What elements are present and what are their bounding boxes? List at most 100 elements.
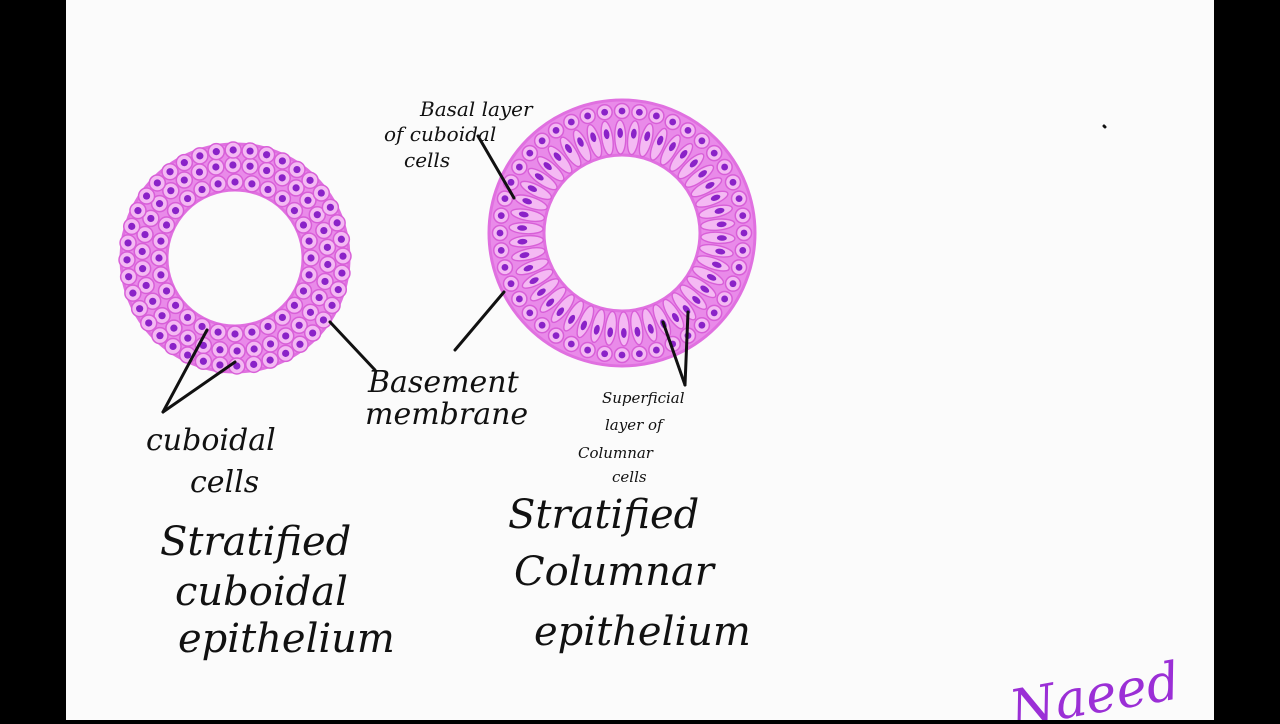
stratified-cuboidal-ring (118, 141, 352, 375)
cuboidal-nucleus (264, 185, 272, 194)
columnar-nucleus (553, 152, 562, 161)
cuboidal-nucleus (305, 237, 313, 245)
pointer-superficial-b (683, 310, 690, 387)
label-cuboidal-cells-line1: cuboidal (146, 423, 276, 458)
columnar-nucleus (527, 185, 538, 192)
columnar-nucleus (519, 252, 530, 259)
basal-nucleus (618, 351, 626, 359)
basal-nucleus (526, 149, 534, 157)
cuboidal-nucleus (184, 313, 192, 322)
cuboidal-nucleus (139, 265, 147, 273)
title-right-line3: epithelium (534, 609, 751, 655)
basal-nucleus (735, 195, 743, 203)
columnar-nucleus (529, 277, 539, 285)
cuboidal-nucleus (321, 277, 329, 286)
cuboidal-nucleus (157, 237, 165, 245)
columnar-nucleus (603, 129, 610, 140)
columnar-nucleus (705, 181, 715, 189)
label-basement-membrane-line1: Basement (367, 365, 520, 400)
cuboidal-nucleus (306, 176, 314, 184)
basal-nucleus (735, 263, 743, 271)
cuboidal-nucleus (142, 281, 150, 290)
columnar-nucleus (716, 235, 727, 241)
cuboidal-nucleus (180, 159, 188, 167)
columnar-nucleus (700, 285, 710, 293)
columnar-nucleus (692, 295, 701, 304)
basal-nucleus (538, 137, 546, 145)
cuboidal-nucleus (212, 148, 220, 156)
columnar-nucleus (634, 326, 641, 337)
cuboidal-nucleus (246, 147, 254, 155)
columnar-nucleus (543, 162, 552, 171)
columnar-nucleus (568, 314, 576, 324)
basal-nucleus (698, 321, 706, 329)
columnar-nucleus (617, 128, 623, 139)
label-superficial-line3: Columnar (578, 444, 654, 462)
basal-nucleus (526, 309, 534, 317)
basal-nucleus (507, 178, 515, 186)
columnar-nucleus (656, 135, 664, 146)
pointer-lines (161, 124, 1107, 414)
basal-nucleus (552, 126, 560, 134)
basal-nucleus (601, 350, 609, 358)
cuboidal-nucleus (231, 178, 239, 186)
cuboidal-nucleus (169, 342, 177, 351)
cuboidal-nucleus (134, 207, 142, 215)
cuboidal-nucleus (317, 189, 325, 197)
columnar-nucleus (644, 131, 651, 142)
cuboidal-nucleus (214, 328, 222, 336)
basal-nucleus (739, 246, 747, 254)
cuboidal-nucleus (167, 187, 175, 195)
basal-nucleus (507, 280, 515, 288)
columnar-nucleus (522, 198, 533, 205)
cuboidal-nucleus (171, 301, 180, 309)
columnar-nucleus (556, 307, 565, 317)
cuboidal-nucleus (306, 308, 315, 316)
cuboidal-nucleus (278, 174, 286, 182)
basal-nucleus (584, 112, 592, 120)
right-border (1214, 0, 1280, 720)
cuboidal-nucleus (320, 226, 328, 235)
label-superficial-line4: cells (612, 468, 647, 486)
basal-nucleus (501, 195, 509, 203)
cuboidal-nucleus (216, 361, 224, 369)
basal-nucleus (567, 118, 575, 126)
stray-dot (1102, 124, 1107, 129)
cuboidal-nucleus (338, 269, 346, 277)
cuboidal-nucleus (295, 321, 303, 329)
basal-nucleus (584, 346, 592, 354)
cuboidal-nucleus (166, 168, 174, 176)
label-basement-membrane-line2: membrane (365, 397, 528, 432)
columnar-nucleus (593, 324, 600, 335)
cuboidal-nucleus (157, 271, 165, 279)
title-left-line2: cuboidal (175, 569, 348, 615)
cuboidal-nucleus (196, 152, 204, 160)
cuboidal-nucleus (292, 184, 300, 192)
cuboidal-nucleus (214, 180, 222, 188)
cuboidal-cells-group (118, 141, 352, 375)
cuboidal-nucleus (333, 219, 341, 227)
cuboidal-nucleus (162, 287, 171, 295)
basal-nucleus (721, 295, 729, 303)
columnar-nucleus (668, 142, 676, 152)
columnar-nucleus (590, 132, 597, 143)
cuboidal-nucleus (266, 356, 274, 364)
cuboidal-nucleus (141, 230, 149, 239)
cuboidal-nucleus (124, 239, 132, 247)
cuboidal-nucleus (307, 254, 315, 262)
cuboidal-nucleus (339, 252, 347, 260)
cuboidal-nucleus (184, 351, 192, 359)
basal-nucleus (538, 321, 546, 329)
columnar-nucleus (537, 288, 546, 296)
cuboidal-nucleus (184, 334, 192, 342)
cuboidal-nucleus (170, 324, 178, 332)
basal-nucleus (729, 280, 737, 288)
basal-nucleus (739, 212, 747, 220)
cuboidal-nucleus (293, 165, 301, 174)
cuboidal-nucleus (319, 316, 328, 324)
cuboidal-nucleus (264, 322, 272, 331)
basal-nucleus (652, 346, 660, 354)
cuboidal-nucleus (305, 271, 313, 279)
columnar-nucleus (546, 298, 555, 307)
